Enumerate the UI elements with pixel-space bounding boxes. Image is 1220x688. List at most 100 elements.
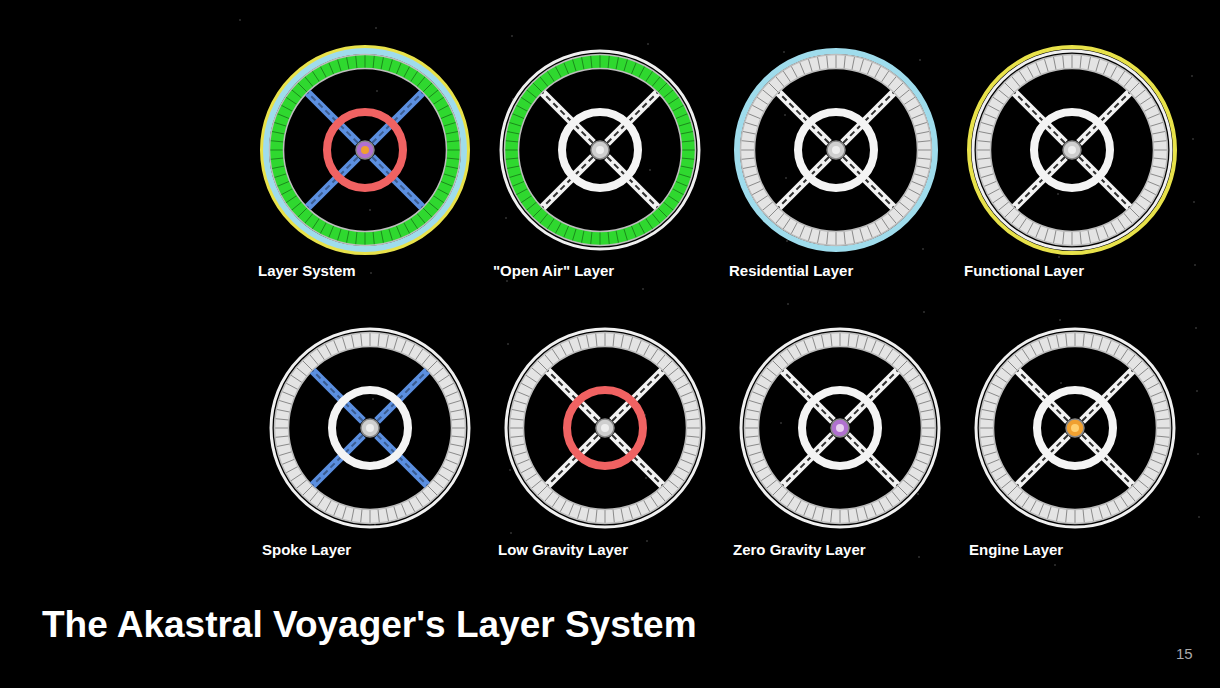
- band-segment: [517, 459, 530, 464]
- band-segment: [915, 391, 928, 396]
- band-segment: [516, 105, 528, 112]
- hub-core: [361, 146, 369, 154]
- layer-label: Zero Gravity Layer: [733, 541, 866, 558]
- band-segment: [445, 166, 459, 169]
- habitat-band: [987, 340, 1164, 517]
- band-segment: [914, 174, 927, 178]
- band-edge: [741, 55, 932, 246]
- band-edge: [977, 55, 1168, 246]
- band-segment: [506, 131, 520, 134]
- band-edge: [759, 347, 922, 510]
- band-segment: [356, 231, 357, 245]
- band-segment: [1152, 131, 1166, 134]
- band-segment: [1106, 503, 1111, 516]
- band-segment: [1124, 76, 1133, 87]
- band-segment: [450, 409, 464, 412]
- band-segment: [675, 181, 688, 186]
- band-segment: [629, 337, 633, 350]
- band-segment: [917, 141, 931, 142]
- band-segment: [514, 400, 527, 404]
- band-segment: [673, 473, 685, 481]
- band-segment: [840, 510, 841, 524]
- band-segment: [423, 82, 433, 92]
- band-segment: [745, 174, 758, 178]
- band-segment: [279, 452, 292, 456]
- band-segment: [333, 503, 338, 516]
- star-speck: [1058, 256, 1060, 258]
- band-segment: [921, 436, 935, 437]
- band-segment: [270, 158, 284, 159]
- star-speck: [1197, 453, 1199, 455]
- band-segment: [685, 444, 699, 447]
- band-segment: [1027, 222, 1034, 234]
- band-segment: [521, 97, 533, 105]
- band-segment: [867, 62, 872, 75]
- band-segment: [526, 473, 538, 481]
- band-segment: [636, 340, 641, 353]
- star-speck: [917, 493, 919, 495]
- band-segment: [808, 59, 812, 72]
- inner-ring: [332, 390, 408, 466]
- band-segment: [981, 444, 995, 447]
- band-segment: [605, 333, 606, 347]
- band-segment: [325, 344, 332, 356]
- band-segment: [506, 166, 520, 169]
- band-segment: [365, 232, 366, 246]
- band-segment: [1038, 503, 1043, 516]
- band-segment: [991, 383, 1003, 390]
- band-segment: [775, 76, 784, 87]
- band-segment: [378, 509, 379, 523]
- band-segment: [831, 333, 832, 347]
- band-segment: [1019, 218, 1027, 230]
- star-speck: [647, 43, 649, 45]
- band-segment: [320, 66, 327, 78]
- band-segment: [505, 150, 519, 151]
- band-segment: [512, 113, 525, 118]
- band-segment: [1014, 354, 1023, 365]
- band-segment: [512, 181, 525, 186]
- layer-label: Engine Layer: [969, 541, 1063, 558]
- band-segment: [981, 174, 994, 178]
- band-segment: [415, 496, 423, 508]
- band-segment: [874, 222, 881, 234]
- hub-core: [596, 146, 604, 154]
- band-segment: [650, 496, 658, 508]
- band-segment: [1099, 337, 1103, 350]
- band-segment: [1117, 71, 1125, 83]
- band-segment: [1004, 82, 1014, 92]
- band-segment: [1053, 230, 1056, 244]
- star-speck: [509, 469, 511, 471]
- hub: [827, 141, 845, 159]
- band-segment: [657, 491, 666, 502]
- band-segment: [613, 509, 614, 523]
- star-speck: [1193, 201, 1195, 203]
- band-segment: [894, 82, 904, 92]
- band-segment: [1047, 506, 1051, 519]
- band-segment: [772, 486, 782, 496]
- band-segment: [918, 452, 931, 456]
- band-segment: [658, 82, 668, 92]
- band-segment: [451, 436, 465, 437]
- band-segment: [317, 496, 325, 508]
- band-segment: [821, 508, 824, 522]
- band-segment: [320, 222, 327, 234]
- star-speck: [1191, 75, 1193, 77]
- band-segment: [317, 349, 325, 361]
- habitat-band: [282, 340, 459, 517]
- band-segment: [817, 230, 820, 244]
- band-segment: [799, 62, 804, 75]
- band-segment: [351, 334, 354, 348]
- band-segment: [1014, 491, 1023, 502]
- band-segment: [337, 228, 341, 241]
- band-segment: [908, 188, 920, 195]
- band-edge: [275, 333, 466, 524]
- band-segment: [438, 473, 450, 481]
- band-segment: [677, 383, 689, 390]
- band-segment: [761, 473, 773, 481]
- band-segment: [428, 360, 438, 370]
- hub: [1066, 419, 1084, 437]
- band-segment: [621, 334, 624, 348]
- band-segment: [370, 510, 371, 524]
- band-segment: [668, 367, 679, 376]
